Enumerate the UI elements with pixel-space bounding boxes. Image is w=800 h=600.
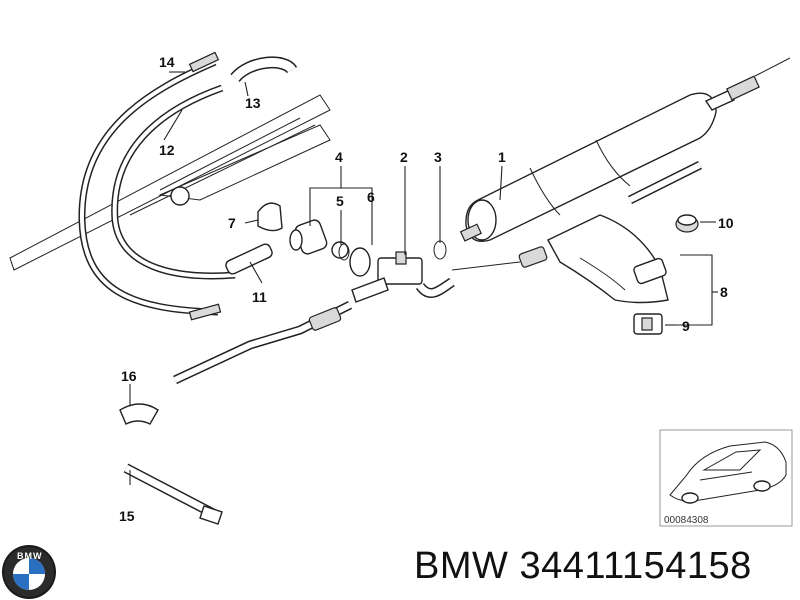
line-to-filter [451,246,548,271]
fuel-hose-14 [78,58,219,316]
fuel-filter [459,57,791,243]
o-ring-6 [338,243,350,261]
logo-text: BMW [17,551,43,561]
grommet-10 [675,214,699,233]
hose-11 [225,243,273,275]
callout-1: 1 [498,149,506,165]
brand-name: BMW [414,545,509,587]
callout-5: 5 [336,193,344,209]
heat-shield [547,214,669,304]
return-line [627,160,703,205]
callout-3: 3 [434,149,442,165]
callout-13: 13 [245,95,261,111]
frame-rail [9,94,331,271]
clamp-7 [257,202,283,232]
callout-6: 6 [367,189,375,205]
leader-lines [129,71,718,485]
connector-2 [351,251,455,303]
clip-9 [633,313,663,335]
callout-8: 8 [720,284,728,300]
vehicle-inset: 00084308 [659,429,793,527]
inset-code: 00084308 [664,515,709,526]
part-number-label: BMW 34411154158 [414,545,752,588]
callout-14: 14 [159,54,175,70]
callout-16: 16 [121,368,137,384]
clip-16 [119,403,159,425]
callout-4: 4 [335,149,343,165]
corrugated-end [188,51,222,321]
callout-10: 10 [718,215,734,231]
bmw-logo-icon: BMW [2,545,56,599]
callout-7: 7 [228,215,236,231]
cable-tie-15 [123,463,223,525]
callout-15: 15 [119,508,135,524]
supply-line [173,300,353,385]
hose-13 [230,56,298,83]
callout-9: 9 [682,318,690,334]
part-number: 34411154158 [519,545,752,587]
o-ring-3 [433,240,447,260]
callout-12: 12 [159,142,175,158]
callout-2: 2 [400,149,408,165]
pressure-regulator [289,219,371,277]
callout-11: 11 [252,289,267,305]
fuel-hose-12 [111,84,236,280]
